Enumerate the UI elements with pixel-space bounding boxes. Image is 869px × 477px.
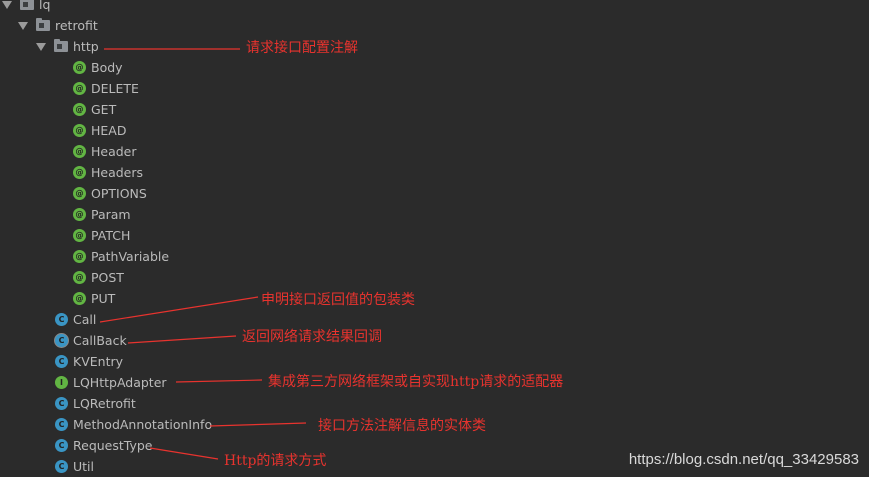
package-folder-icon (20, 0, 34, 10)
tree-item-delete[interactable]: @ DELETE (73, 78, 139, 99)
node-label: Call (73, 312, 97, 327)
node-label: LQHttpAdapter (73, 375, 167, 390)
annotation-icon: @ (73, 208, 86, 221)
node-label: DELETE (91, 81, 139, 96)
interface-icon: I (55, 376, 68, 389)
node-label: http (73, 39, 99, 54)
tree-item-put[interactable]: @ PUT (73, 288, 115, 309)
node-label: HEAD (91, 123, 127, 138)
node-label: GET (91, 102, 117, 117)
node-label: retrofit (55, 18, 98, 33)
class-icon: C (55, 460, 68, 473)
tree-item-head[interactable]: @ HEAD (73, 120, 126, 141)
node-label: PathVariable (91, 249, 170, 264)
package-folder-icon (36, 18, 50, 31)
class-icon: C (55, 439, 68, 452)
node-label: Headers (91, 165, 144, 180)
annotation-icon: @ (73, 229, 86, 242)
tree-item-kventry[interactable]: C KVEntry (55, 351, 123, 372)
note-line-request-type (149, 447, 219, 460)
node-label: CallBack (73, 333, 127, 348)
watermark: https://blog.csdn.net/qq_33429583 (628, 451, 859, 468)
class-icon: C (55, 313, 68, 326)
node-label: OPTIONS (91, 186, 147, 201)
tree-item-methodannotationinfo[interactable]: C MethodAnnotationInfo (55, 414, 212, 435)
note-line-callback (127, 335, 237, 344)
expand-arrow-icon[interactable] (18, 21, 28, 30)
annotation-icon: @ (73, 292, 86, 305)
class-icon: C (55, 397, 68, 410)
tree-node-retrofit[interactable]: retrofit (18, 15, 98, 36)
node-label: Header (91, 144, 137, 159)
class-icon: C (55, 334, 68, 347)
tree-item-header[interactable]: @ Header (73, 141, 137, 162)
annotation-icon: @ (73, 103, 86, 116)
tree-item-callback[interactable]: C CallBack (55, 330, 127, 351)
package-folder-icon (54, 39, 68, 52)
node-label: KVEntry (73, 354, 124, 369)
note-http: 请求接口配置注解 (246, 40, 358, 56)
class-icon: C (55, 418, 68, 431)
tree-item-call[interactable]: C Call (55, 309, 96, 330)
note-call: 申明接口返回值的包装类 (261, 292, 415, 308)
annotation-icon: @ (73, 271, 86, 284)
note-adapter: 集成第三方网络框架或自实现http请求的适配器 (268, 374, 564, 390)
node-label: RequestType (73, 438, 153, 453)
tree-item-get[interactable]: @ GET (73, 99, 116, 120)
node-label: Param (91, 207, 131, 222)
tree-item-util[interactable]: C Util (55, 456, 94, 477)
tree-item-pathvariable[interactable]: @ PathVariable (73, 246, 169, 267)
tree-item-options[interactable]: @ OPTIONS (73, 183, 147, 204)
node-label: lq (39, 0, 51, 12)
note-callback: 返回网络请求结果回调 (242, 329, 382, 345)
tree-item-lqhttpadapter[interactable]: I LQHttpAdapter (55, 372, 167, 393)
annotation-icon: @ (73, 61, 86, 74)
tree-item-requesttype[interactable]: C RequestType (55, 435, 153, 456)
node-label: PUT (91, 291, 116, 306)
expand-arrow-icon[interactable] (36, 42, 46, 51)
node-label: Util (73, 459, 94, 474)
node-label: Body (91, 60, 123, 75)
annotation-icon: @ (73, 250, 86, 263)
tree-item-lqretrofit[interactable]: C LQRetrofit (55, 393, 136, 414)
annotation-icon: @ (73, 124, 86, 137)
note-line-adapter (175, 379, 263, 383)
annotation-icon: @ (73, 145, 86, 158)
tree-node-lq[interactable]: lq (2, 0, 50, 15)
tree-item-param[interactable]: @ Param (73, 204, 131, 225)
class-icon: C (55, 355, 68, 368)
annotation-icon: @ (73, 82, 86, 95)
annotation-icon: @ (73, 187, 86, 200)
node-label: POST (91, 270, 124, 285)
node-label: MethodAnnotationInfo (73, 417, 213, 432)
note-line-method-info (209, 422, 307, 427)
tree-item-headers[interactable]: @ Headers (73, 162, 143, 183)
annotation-icon: @ (73, 166, 86, 179)
node-label: LQRetrofit (73, 396, 136, 411)
tree-node-http[interactable]: http (36, 36, 99, 57)
note-method-info: 接口方法注解信息的实体类 (318, 418, 486, 434)
tree-item-post[interactable]: @ POST (73, 267, 124, 288)
node-label: PATCH (91, 228, 131, 243)
tree-item-patch[interactable]: @ PATCH (73, 225, 130, 246)
note-request-type: Http的请求方式 (224, 453, 327, 469)
expand-arrow-icon[interactable] (2, 0, 12, 9)
tree-item-body[interactable]: @ Body (73, 57, 123, 78)
note-line-call (99, 296, 259, 323)
